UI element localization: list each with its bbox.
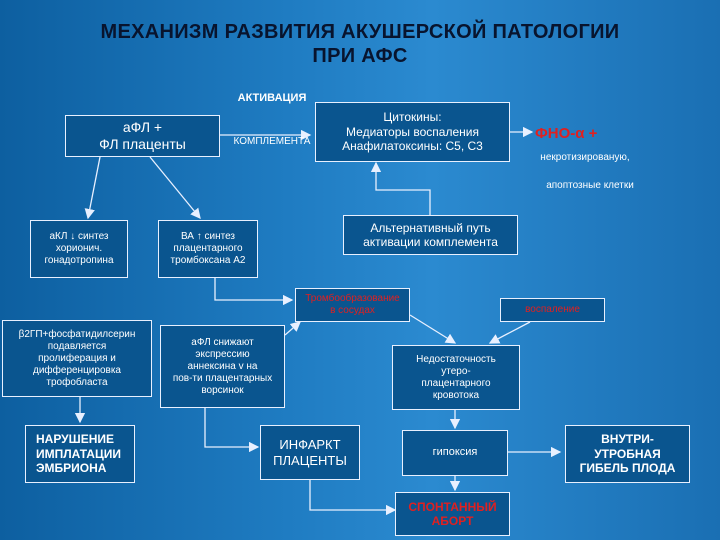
kp-synthesis-node: аКЛ ↓ синтез хорионич. гонадотропина	[30, 220, 128, 278]
tnf-label: ФНО-α +	[535, 125, 598, 142]
inflammation-node: воспаление	[500, 298, 605, 322]
afl-node: аФЛ + ФЛ плаценты	[65, 115, 220, 157]
thrombo-node: Тромбообразование в сосудах	[295, 288, 410, 322]
alt-path-node: Альтернативный путь активации комплемент…	[343, 215, 518, 255]
arrow-annexin-to-infarct	[204, 408, 260, 453]
abortion-node: СПОНТАННЫЙ АБОРТ	[395, 492, 510, 536]
death-node: ВНУТРИ- УТРОБНАЯ ГИБЕЛЬ ПЛОДА	[565, 425, 690, 483]
infarct-node: ИНФАРКТ ПЛАЦЕНТЫ	[260, 425, 360, 480]
arrow-afl-to-kp	[84, 156, 101, 220]
arrow-inflammation-to-insufficiency	[488, 321, 531, 344]
arrow-afl-to-va	[149, 156, 201, 220]
b2gp-node: β2ГП+фосфатидилсерин подавляется пролифе…	[2, 320, 152, 397]
arrow-thrombo-to-insufficiency	[409, 314, 457, 344]
arrow-infarct-to-abortion	[309, 480, 397, 516]
afl-annexin-node: аФЛ снижают экспрессию аннексина v на по…	[160, 325, 285, 408]
activation-label: АКТИВАЦИЯ	[237, 92, 307, 104]
arrow-annexin-to-thrombo	[284, 321, 301, 336]
arrow-va-to-thrombo	[214, 278, 294, 306]
tnf-sub-label: некротизированую,	[540, 152, 630, 163]
implant-node: НАРУШЕНИЕ ИМПЛАТАЦИИ ЭМБРИОНА	[25, 425, 135, 483]
insufficiency-node: Недостаточность утеро- плацентарного кро…	[392, 345, 520, 410]
hypoxia-node: гипоксия	[402, 430, 508, 476]
va-synthesis-node: ВА ↑ синтез плацентарного тромбоксана А2	[158, 220, 258, 278]
apoptotic-label: апоптозные клетки	[546, 180, 634, 191]
complement-label: КОМПЛЕМЕНТА	[233, 136, 311, 147]
cytokines-node: Цитокины: Медиаторы воспаления Анафилато…	[315, 102, 510, 162]
page-title: МЕХАНИЗМ РАЗВИТИЯ АКУШЕРСКОЙ ПАТОЛОГИИ П…	[100, 21, 620, 67]
arrow-alt-to-cytokines	[370, 161, 431, 215]
